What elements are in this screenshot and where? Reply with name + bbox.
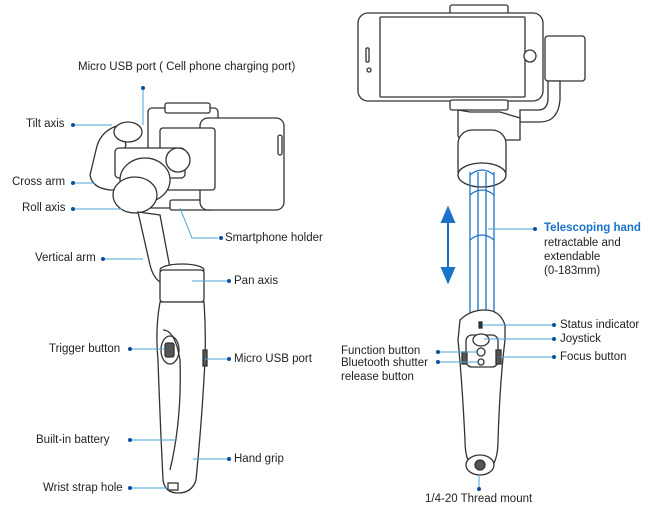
label-function-button: Function button [341,345,421,357]
label-wrist-strap-hole: Wrist strap hole [43,482,123,494]
label-telescoping-line2: extendable [544,251,601,263]
label-focus-button: Focus button [560,351,627,363]
right-dots [436,227,556,491]
label-cross-arm: Cross arm [12,176,66,188]
label-roll-axis: Roll axis [22,202,66,214]
label-hand-grip: Hand grip [234,453,284,465]
label-joystick: Joystick [560,333,601,345]
label-trigger-button: Trigger button [49,343,121,355]
pan-axis-motor [159,269,205,303]
label-tilt-axis: Tilt axis [26,118,65,130]
label-telescoping-title: Telescoping hand [544,222,641,234]
label-built-in-battery: Built-in battery [36,434,110,446]
label-smartphone-holder: Smartphone holder [225,232,323,244]
label-vertical-arm: Vertical arm [35,252,96,264]
label-telescoping-line3: (0-183mm) [544,265,601,277]
left-leaders [73,88,227,489]
label-micro-usb-side: Micro USB port [234,353,312,365]
label-bluetooth-line2: release button [341,371,414,383]
extend-arrow-icon [440,205,456,285]
label-status-indicator: Status indicator [560,319,640,331]
left-gimbal-illustration [89,102,285,494]
label-telescoping-line1: retractable and [544,237,621,249]
label-bluetooth-line1: Bluetooth shutter [341,357,428,369]
right-leaders [440,228,552,488]
left-dots [71,86,231,490]
right-gimbal-illustration [357,4,586,188]
telescoping-rod [469,169,495,318]
label-micro-usb-top: Micro USB port ( Cell phone charging por… [78,61,296,73]
label-thread-mount: 1/4-20 Thread mount [425,493,533,505]
label-pan-axis: Pan axis [234,275,279,287]
right-handle [457,309,506,476]
